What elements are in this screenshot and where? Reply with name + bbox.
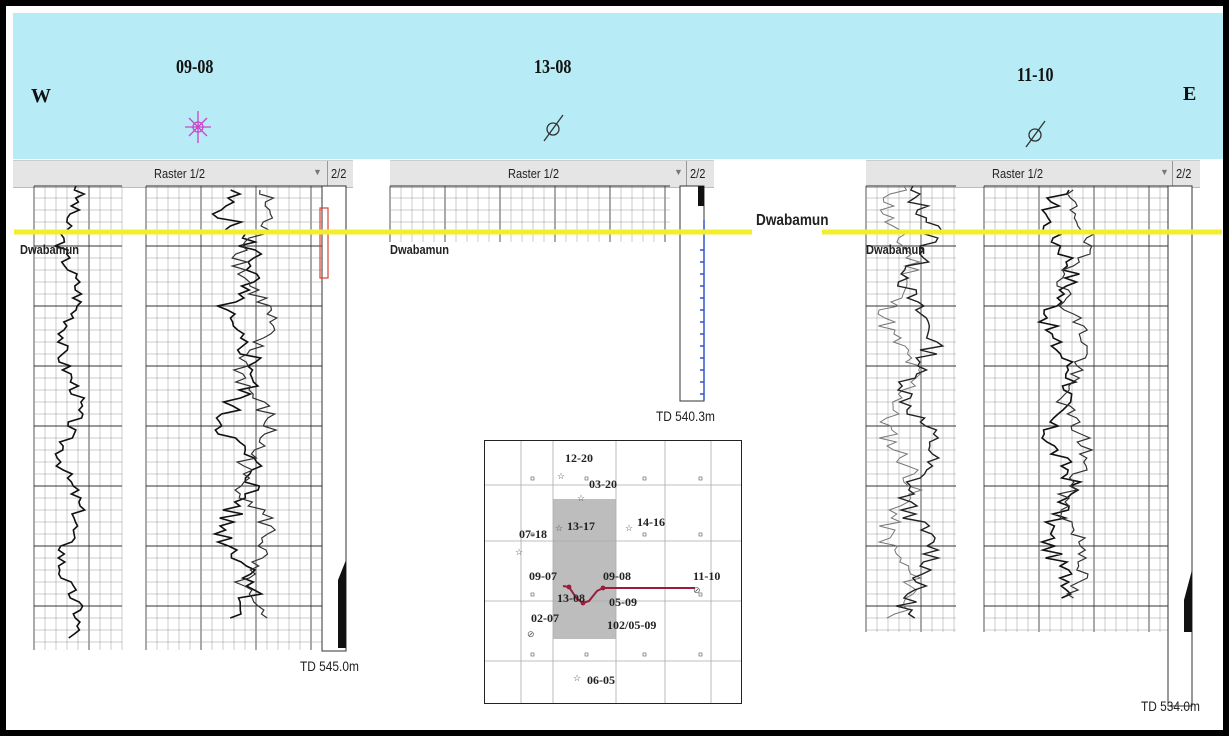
dropdown-arrow-icon[interactable]: ▼ [1160, 167, 1169, 177]
core-interval [319, 207, 329, 279]
log-grid-1a [33, 185, 123, 650]
track-page-label: 2/2 [1176, 166, 1192, 181]
track-separator [327, 161, 328, 187]
track-header-13-08[interactable]: Raster 1/2 ▼ 2/2 [390, 160, 714, 188]
log-curve [52, 185, 87, 639]
map-label: 09-08 [603, 569, 631, 583]
map-label: 05-09 [609, 595, 637, 609]
svg-text:☆: ☆ [577, 493, 585, 503]
td-label-11-10: TD 534.0m [1141, 698, 1200, 714]
track-page-label: 2/2 [690, 166, 706, 181]
td-label-09-08: TD 545.0m [300, 658, 359, 674]
svg-text:☆: ☆ [573, 673, 581, 683]
log-curve [877, 185, 924, 619]
svg-text:☆: ☆ [555, 523, 563, 533]
log-curve [1036, 189, 1084, 599]
map-label: 06-05 [587, 673, 615, 687]
west-direction-label: W [31, 85, 51, 107]
abandoned-well-icon-13-08 [543, 114, 564, 142]
formation-label-09-08: Dwabamun [20, 242, 79, 257]
depth-track [679, 185, 705, 402]
svg-text:⊘: ⊘ [693, 585, 701, 595]
gas-well-icon [185, 111, 211, 143]
formation-label-13-08: Dwabamun [390, 242, 449, 257]
map-label: 09-07 [529, 569, 557, 583]
map-label: 02-07 [531, 611, 559, 625]
track-page-label: 2/2 [331, 166, 347, 181]
dropdown-arrow-icon[interactable]: ▼ [674, 167, 683, 177]
log-curve [230, 189, 279, 619]
track-separator [686, 161, 687, 187]
well-name-13-08: 13-08 [534, 56, 572, 78]
log-curve [1055, 189, 1096, 599]
raster-label: Raster 1/2 [992, 166, 1043, 181]
svg-text:⊘: ⊘ [527, 629, 535, 639]
log-curve [211, 189, 265, 619]
track-header-09-08[interactable]: Raster 1/2 ▼ 2/2 [13, 160, 353, 188]
map-label: 102/05-09 [607, 618, 657, 632]
east-direction-label: E [1183, 83, 1197, 105]
svg-text:☆: ☆ [557, 471, 565, 481]
td-label-13-08: TD 540.3m [656, 408, 715, 424]
svg-text:☆: ☆ [625, 523, 633, 533]
inset-map-graphic: ☆ ☆ ☆ ☆ ☆ ⊘ ⊘ ☆ [485, 441, 741, 703]
dropdown-arrow-icon[interactable]: ▼ [313, 167, 322, 177]
correlation-label: Dwabamun [756, 212, 829, 229]
log-curve [895, 185, 945, 619]
map-label: 13-17 [567, 519, 595, 533]
depth-wedge [698, 186, 704, 206]
depth-wedge [338, 560, 346, 648]
inset-location-map: ☆ ☆ ☆ ☆ ☆ ⊘ ⊘ ☆ 12-20 03-20 13-17 14-16 … [484, 440, 742, 704]
map-label: 12-20 [565, 451, 593, 465]
log-panels [14, 185, 1222, 707]
cross-section-frame: W E 09-08 13-08 11-10 [6, 6, 1223, 730]
well-name-09-08: 09-08 [176, 56, 214, 78]
raster-label: Raster 1/2 [508, 166, 559, 181]
log-grid-3b [983, 185, 1168, 632]
map-label: 11-10 [693, 569, 721, 583]
well-name-11-10: 11-10 [1017, 64, 1054, 86]
depth-wedge [1184, 570, 1192, 632]
map-label: 13-08 [557, 591, 585, 605]
map-label: 07-18 [519, 527, 547, 541]
log-grid-3a [865, 185, 956, 632]
abandoned-well-icon-11-10 [1025, 120, 1046, 148]
raster-label: Raster 1/2 [154, 166, 205, 181]
well-header-band: W E 09-08 13-08 11-10 [13, 13, 1223, 159]
track-header-11-10[interactable]: Raster 1/2 ▼ 2/2 [866, 160, 1200, 188]
formation-label-11-10: Dwabamun [866, 242, 925, 257]
map-label: 03-20 [589, 477, 617, 491]
map-label: 14-16 [637, 515, 665, 529]
track-separator [1172, 161, 1173, 187]
svg-text:☆: ☆ [515, 547, 523, 557]
